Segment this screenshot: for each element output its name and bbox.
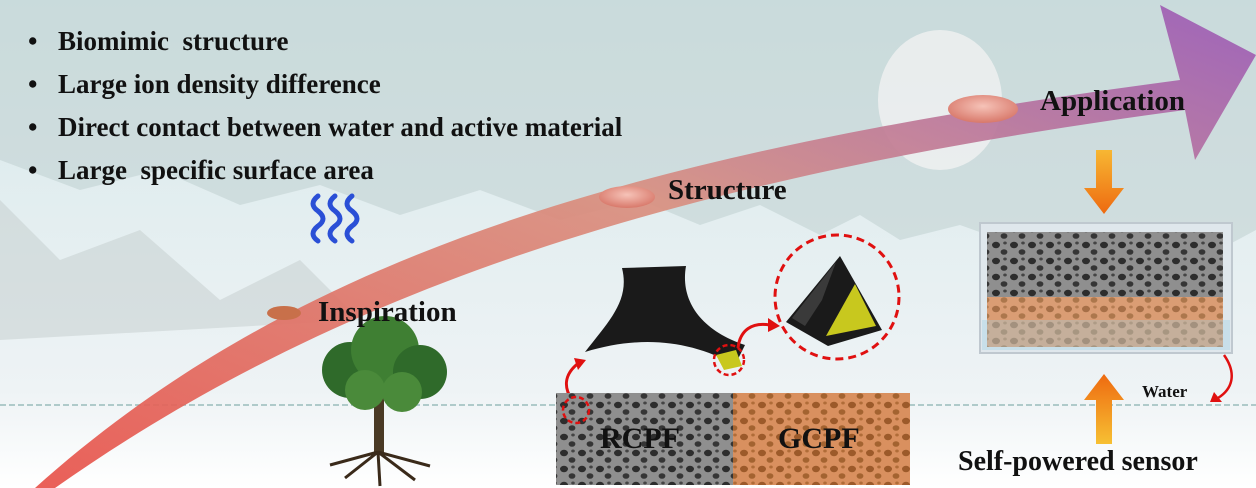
down-arrow <box>1084 150 1124 214</box>
magnified-prism-circle <box>773 233 901 361</box>
rcpf-label: RCPF <box>600 422 680 455</box>
bullet-icon: • <box>28 112 38 142</box>
feature-list: • Biomimic structure • Large ion density d… <box>28 20 622 192</box>
bullet-icon: • <box>28 155 38 185</box>
tip-highlight-circle <box>712 343 746 377</box>
progress-arrow <box>35 5 1256 488</box>
device-orange-layer <box>987 297 1223 347</box>
branched-fiber-shape <box>585 266 745 365</box>
application-marker <box>948 95 1018 123</box>
up-arrow <box>1084 374 1124 444</box>
zoom-arrowhead-2 <box>768 318 780 332</box>
feature-item: • Large ion density difference <box>28 63 622 106</box>
foam-highlight-circle <box>561 395 591 425</box>
stage-label-inspiration: Inspiration <box>318 296 457 328</box>
feature-text: Biomimic structure <box>58 26 289 56</box>
inspiration-marker <box>267 306 301 320</box>
feature-item: • Direct contact between water and active… <box>28 106 622 149</box>
stage-label-structure: Structure <box>668 174 787 206</box>
zoom-arrow-2 <box>736 322 771 349</box>
device-grey-layer <box>987 232 1223 297</box>
wave-icon <box>310 193 360 244</box>
feature-item: • Large specific surface area <box>28 149 622 192</box>
water-outlet-arrow <box>1217 354 1233 400</box>
bullet-icon: • <box>28 69 38 99</box>
device-water-layer <box>982 320 1230 350</box>
feature-item: • Biomimic structure <box>28 20 622 63</box>
feature-text: Large ion density difference <box>58 69 381 99</box>
feature-text: Large specific surface area <box>58 155 374 185</box>
fiber-tip <box>716 350 742 370</box>
zoom-arrowhead-1 <box>574 358 586 370</box>
gcpf-label: GCPF <box>778 422 860 455</box>
water-outlet-arrowhead <box>1210 392 1222 402</box>
feature-text: Direct contact between water and active … <box>58 112 623 142</box>
mountain-range-front <box>0 200 360 340</box>
water-label: Water <box>1142 382 1188 401</box>
structure-marker <box>599 186 655 208</box>
sensor-label: Self-powered sensor <box>958 446 1198 477</box>
tree-illustration <box>322 316 447 487</box>
prism-face <box>826 284 876 336</box>
prism-side <box>792 262 836 326</box>
rcpf-foam-block <box>556 393 733 485</box>
stage-label-application: Application <box>1040 85 1186 117</box>
gcpf-foam-block <box>733 393 910 485</box>
bullet-icon: • <box>28 26 38 56</box>
